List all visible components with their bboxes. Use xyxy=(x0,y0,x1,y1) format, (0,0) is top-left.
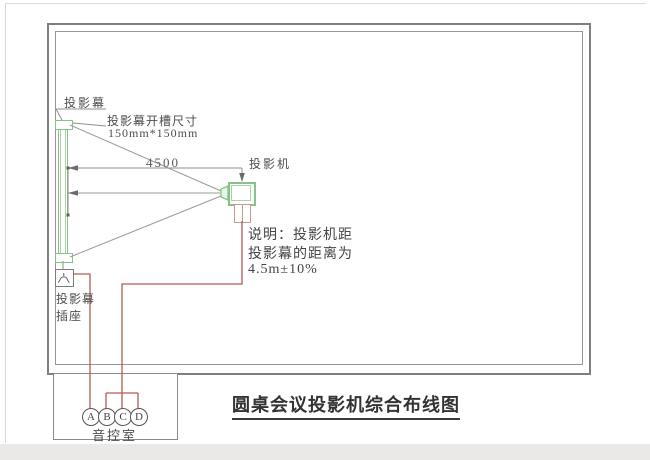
room-outer-wall xyxy=(47,23,591,375)
control-room-label: 音控室 xyxy=(91,428,137,443)
slot-label-leader xyxy=(72,122,107,127)
socket-label-line1: 投影幕 xyxy=(56,292,96,306)
wire-projector-to-bcd xyxy=(105,221,243,408)
terminal-d: D xyxy=(130,408,148,426)
note-line3: 4.5m±10% xyxy=(248,262,318,277)
screen-inner-line xyxy=(60,130,66,253)
diagram-title: 圆桌会议投影机综合布线图 xyxy=(232,391,460,420)
photo-edge-top xyxy=(5,3,646,4)
screen-label-leader xyxy=(55,108,106,121)
projection-cone xyxy=(68,124,222,258)
note-line2: 投影幕的距离为 xyxy=(248,247,353,262)
socket-symbol-icon xyxy=(57,273,70,283)
projector-lens-icon xyxy=(220,185,229,201)
projector-body-inner xyxy=(231,185,251,201)
distance-dimension-value: 4500 xyxy=(146,155,180,170)
projector-label: 投影机 xyxy=(249,157,292,171)
photo-edge-bottom xyxy=(0,444,650,460)
screen-label: 投影幕 xyxy=(64,96,107,110)
room-inner-wall xyxy=(55,31,583,365)
slot-size-label-line2: 150mm*150mm xyxy=(108,126,199,140)
photo-edge-left xyxy=(5,3,6,443)
socket-label-line2: 插座 xyxy=(56,309,83,323)
distance-dimension-line xyxy=(66,165,245,217)
note-line1: 说明：投影机距 xyxy=(248,228,353,243)
control-room-box xyxy=(53,373,178,440)
slot-size-label-line1: 投影幕开槽尺寸 xyxy=(107,114,199,128)
wire-socket-to-a xyxy=(73,273,91,408)
screen-bottom-cap xyxy=(55,253,73,263)
projector-mount-divider xyxy=(242,205,243,222)
